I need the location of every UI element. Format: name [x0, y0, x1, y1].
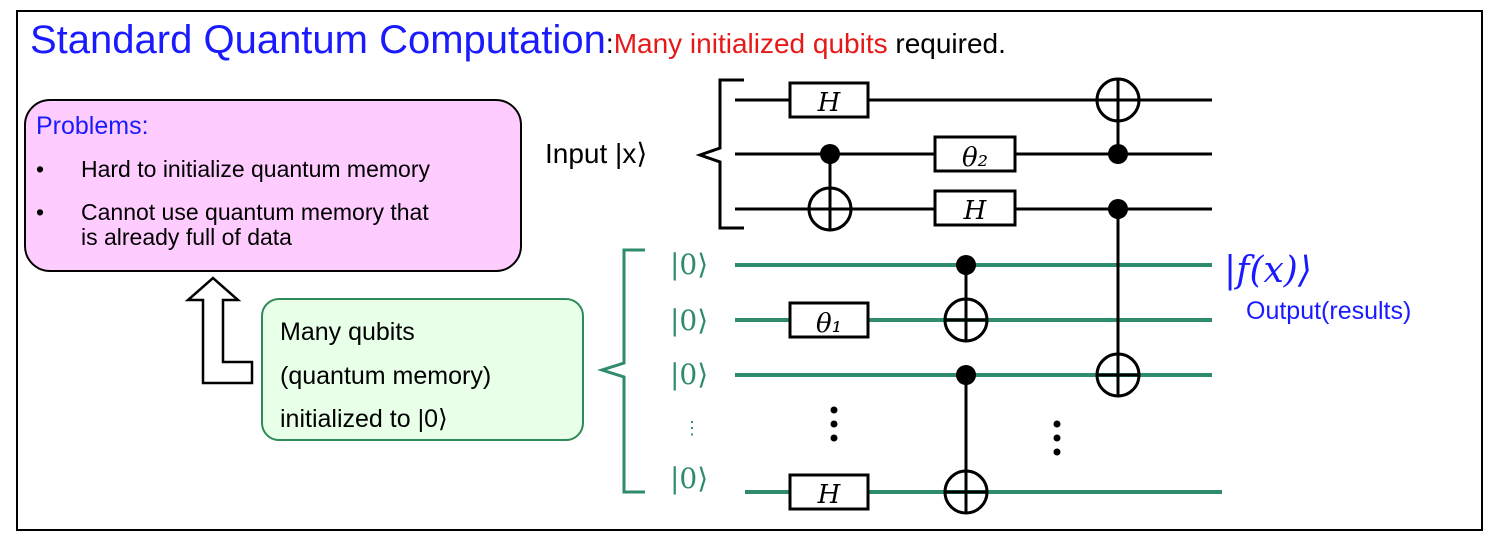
control-dot — [820, 144, 840, 164]
memory-line: initialized to |0⟩ — [280, 405, 448, 433]
theta1-gate-box — [788, 301, 870, 339]
h-gate-box — [788, 473, 870, 511]
output-ket: |f(x)⟩ — [1224, 250, 1312, 291]
output-label: Output(results) — [1246, 297, 1412, 325]
title-separator: : — [605, 28, 614, 59]
ancilla-brace — [597, 248, 645, 494]
input-brace — [695, 78, 744, 230]
up-arrow — [184, 276, 254, 385]
page-title: Standard Quantum Computation:Many initia… — [30, 16, 1006, 68]
ancilla-ket: |0⟩ — [670, 248, 709, 281]
memory-line: Many qubits — [280, 318, 415, 346]
ancilla-ket: |0⟩ — [670, 462, 709, 495]
diagram-frame — [16, 10, 1483, 531]
control-dot — [1108, 199, 1128, 219]
title-highlight: Many initialized qubits — [613, 28, 888, 59]
problems-box — [24, 99, 522, 272]
theta1-gate-label: θ₁ — [816, 309, 842, 339]
h-gate-box — [933, 189, 1017, 227]
h-gate-label: H — [963, 196, 988, 226]
control-dot — [956, 255, 976, 275]
theta2-gate-label: θ₂ — [962, 143, 988, 173]
title-main: Standard Quantum Computation — [30, 18, 606, 62]
memory-line: (quantum memory) — [280, 362, 492, 390]
title-rest: required. — [887, 28, 1006, 59]
h-gate-label: H — [817, 88, 842, 118]
control-dot — [1108, 144, 1128, 164]
ancilla-ellipsis: ⋮ — [683, 418, 701, 439]
problems-heading: Problems: — [36, 112, 149, 140]
h-gate-label: H — [817, 480, 842, 510]
ancilla-ket: |0⟩ — [670, 358, 709, 391]
vertical-ellipsis-dots — [830, 406, 1061, 456]
h-gate-box — [788, 81, 870, 119]
control-dot — [956, 365, 976, 385]
ancilla-ket: |0⟩ — [670, 304, 709, 337]
input-label: Input |x⟩ — [545, 138, 648, 169]
theta2-gate-box — [933, 135, 1017, 173]
memory-box — [261, 298, 584, 441]
